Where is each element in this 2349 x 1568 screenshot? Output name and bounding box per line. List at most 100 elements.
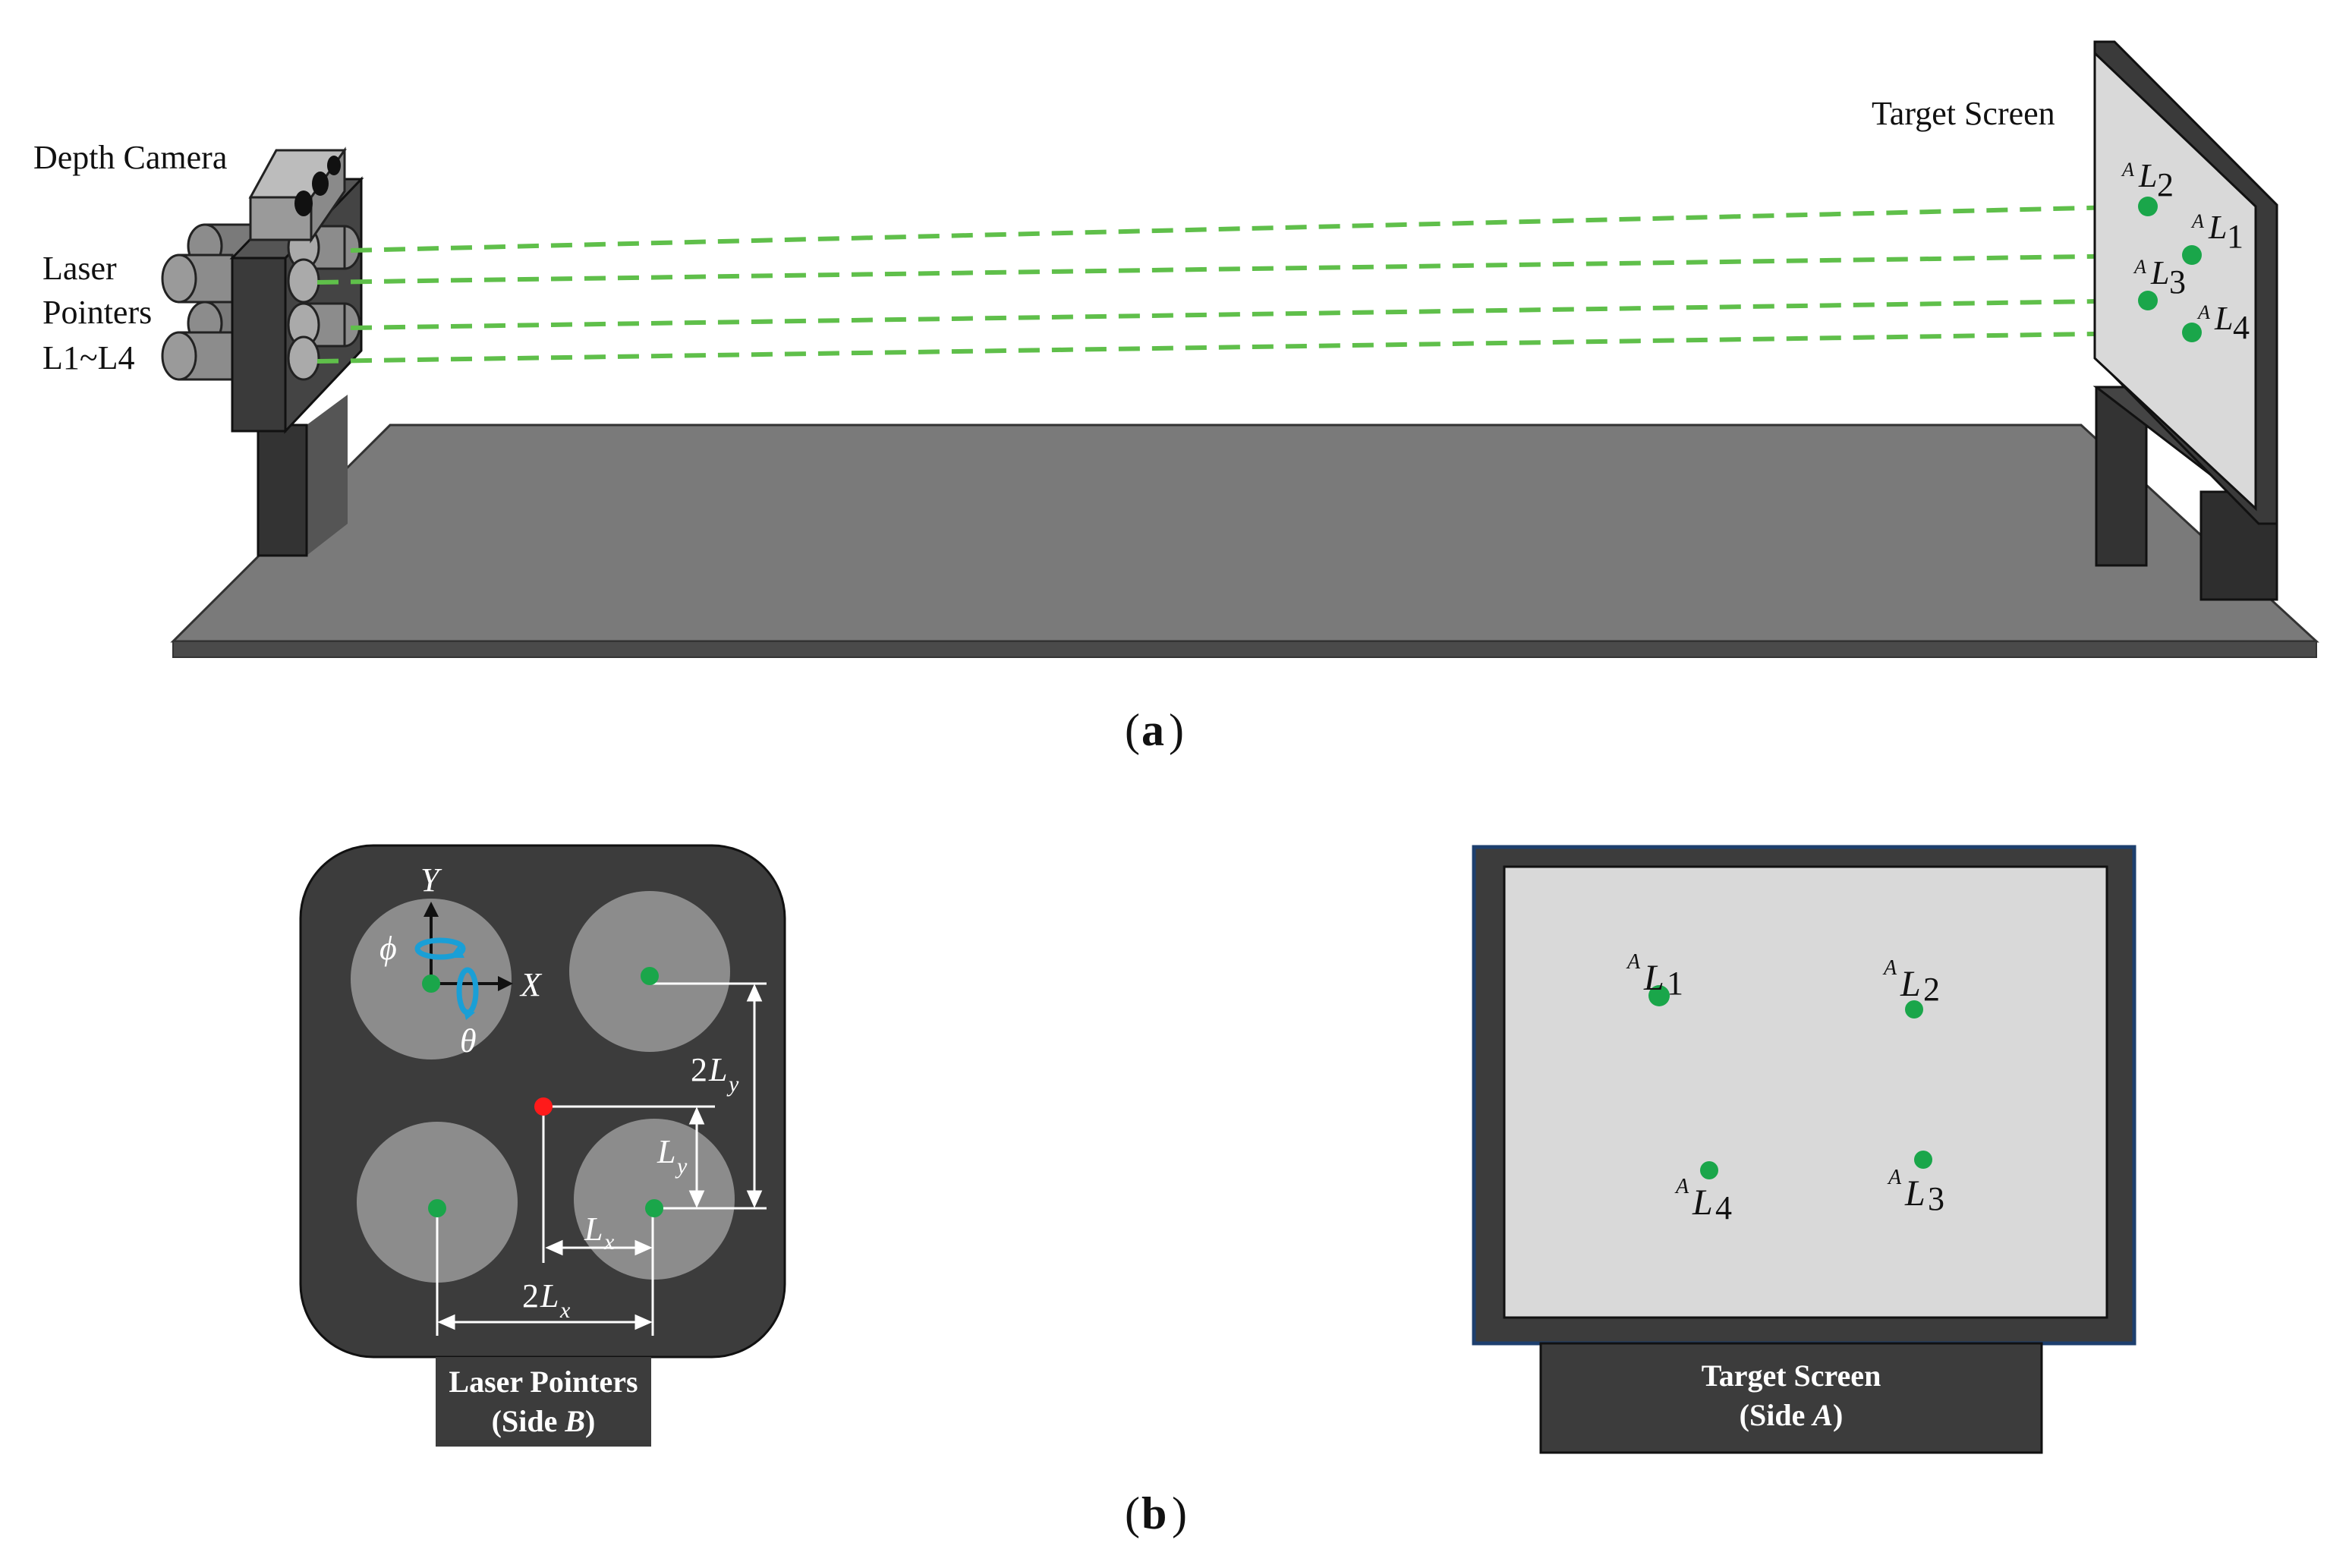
table-platform [170, 423, 2319, 658]
pointer-center-1 [422, 974, 440, 993]
label-l4-base: L [2214, 300, 2233, 337]
pointer-center-4 [428, 1199, 446, 1217]
caption-b-letter: b [1141, 1488, 1167, 1538]
screen-spot-l4 [1700, 1161, 1718, 1179]
target-box-line1: Target Screen [1702, 1359, 1881, 1393]
coordinate-axes [430, 908, 504, 985]
laser-box-line1: Laser Pointers [449, 1365, 638, 1399]
beam-l4 [316, 330, 2193, 364]
label-phi: ϕ [379, 930, 397, 967]
spot-labels-a: A L 2 A L 1 A L 3 A L 4 [2121, 157, 2250, 346]
label-l2-sup: A [2121, 159, 2134, 181]
svg-text:L: L [1692, 1182, 1713, 1223]
laser-box-line2: (Side B) [492, 1404, 596, 1438]
label-ly: L y [657, 1133, 688, 1179]
label-target-screen: Target Screen [1872, 95, 2055, 132]
panel-b-target-screen: A L 1 A L 2 A L 4 A L 3 Target Screen (S… [1472, 845, 2136, 1454]
svg-text:L: L [1904, 1173, 1925, 1214]
caption-b-open: ( [1125, 1488, 1140, 1538]
spot-l3 [2138, 291, 2158, 310]
screen-label-l2: A L 2 [1882, 956, 1940, 1008]
svg-text:L: L [708, 1051, 727, 1088]
pointer-center-3 [645, 1199, 663, 1217]
x-axis-arrow [498, 976, 513, 991]
target-screen-surface [1503, 865, 2108, 1319]
svg-text:2: 2 [1923, 971, 1940, 1008]
svg-text:y: y [675, 1154, 688, 1179]
label-laser-line1: Laser [43, 250, 117, 287]
label-l3-sup: A [2133, 256, 2146, 278]
label-l2-base: L [2138, 157, 2157, 194]
label-theta: θ [460, 1022, 477, 1060]
label-l4-sub: 4 [2233, 309, 2250, 346]
laser-stand [257, 395, 348, 557]
svg-text:A: A [1626, 950, 1641, 974]
beam-l1 [316, 253, 2193, 285]
rotation-phi-icon [414, 937, 466, 960]
rotation-theta-icon [456, 967, 479, 1020]
label-laser-line2: Pointers [43, 294, 152, 331]
caption-b-close: ) [1172, 1488, 1187, 1538]
caption-a: ( a ) [1125, 705, 1184, 755]
panel-a: A L 2 A L 1 A L 3 A L 4 Depth Camera Las… [33, 40, 2319, 755]
pointer-center-2 [641, 967, 659, 985]
target-box-line2: (Side A) [1740, 1398, 1844, 1432]
target-screen-label-box [1539, 1342, 2043, 1454]
label-l1-base: L [2208, 209, 2227, 246]
pointer-origin-red [534, 1097, 553, 1116]
svg-text:L: L [657, 1133, 675, 1170]
laser-beams [316, 204, 2193, 364]
screen-label-l4: A L 4 [1674, 1175, 1732, 1226]
caption-a-open: ( [1125, 705, 1140, 755]
svg-text:2: 2 [691, 1051, 707, 1088]
caption-a-letter: a [1141, 705, 1164, 755]
svg-text:y: y [726, 1072, 739, 1097]
svg-text:L: L [1643, 958, 1664, 998]
svg-text:x: x [603, 1230, 615, 1255]
svg-text:4: 4 [1715, 1189, 1732, 1226]
svg-text:L: L [1900, 964, 1921, 1004]
svg-text:x: x [559, 1298, 571, 1323]
label-laser-line3: L1~L4 [43, 339, 135, 376]
svg-text:1: 1 [1667, 965, 1683, 1002]
caption-a-close: ) [1169, 705, 1184, 755]
dimension-lines [436, 982, 767, 1336]
screen-spot-l1 [1648, 985, 1670, 1006]
label-l2-sub: 2 [2157, 166, 2174, 203]
screen-spots-a [2138, 197, 2202, 342]
label-2lx: 2 L x [522, 1277, 571, 1323]
screen-spot-l2 [1905, 1000, 1923, 1019]
screen-label-l3: A L 3 [1887, 1166, 1944, 1217]
label-axis-x: X [519, 966, 543, 1003]
svg-text:A: A [1887, 1166, 1902, 1189]
label-l3-sub: 3 [2169, 263, 2186, 301]
screen-label-l1: A L 1 [1626, 950, 1683, 1002]
label-l4-sup: A [2196, 301, 2210, 323]
label-2ly: 2 L y [691, 1051, 739, 1097]
svg-text:A: A [1882, 956, 1897, 980]
panel-b-laser-pointers: Y X ϕ θ 2 L y L y L x 2 L x Laser Pointe… [299, 844, 786, 1447]
label-lx: L x [584, 1211, 615, 1255]
spot-l4 [2182, 323, 2202, 342]
depth-camera [248, 146, 347, 244]
screen-spot-l3 [1914, 1151, 1932, 1169]
caption-b: ( b ) [1125, 1488, 1187, 1538]
laser-body-block [229, 176, 364, 434]
svg-text:A: A [1674, 1175, 1689, 1198]
svg-text:L: L [584, 1211, 603, 1248]
label-l1-sub: 1 [2227, 218, 2244, 255]
target-screen-panel [2093, 40, 2278, 525]
spot-l2 [2138, 197, 2158, 216]
svg-text:3: 3 [1928, 1180, 1944, 1217]
svg-text:2: 2 [522, 1277, 539, 1315]
y-axis-arrow [424, 902, 439, 917]
label-l3-base: L [2150, 254, 2169, 291]
spot-l1 [2182, 245, 2202, 265]
beam-l2 [350, 204, 2149, 253]
laser-pointers-label-box [436, 1357, 651, 1447]
svg-text:L: L [540, 1277, 559, 1315]
label-l1-sup: A [2190, 210, 2204, 232]
label-axis-y: Y [420, 861, 442, 899]
beam-l3 [350, 298, 2149, 330]
